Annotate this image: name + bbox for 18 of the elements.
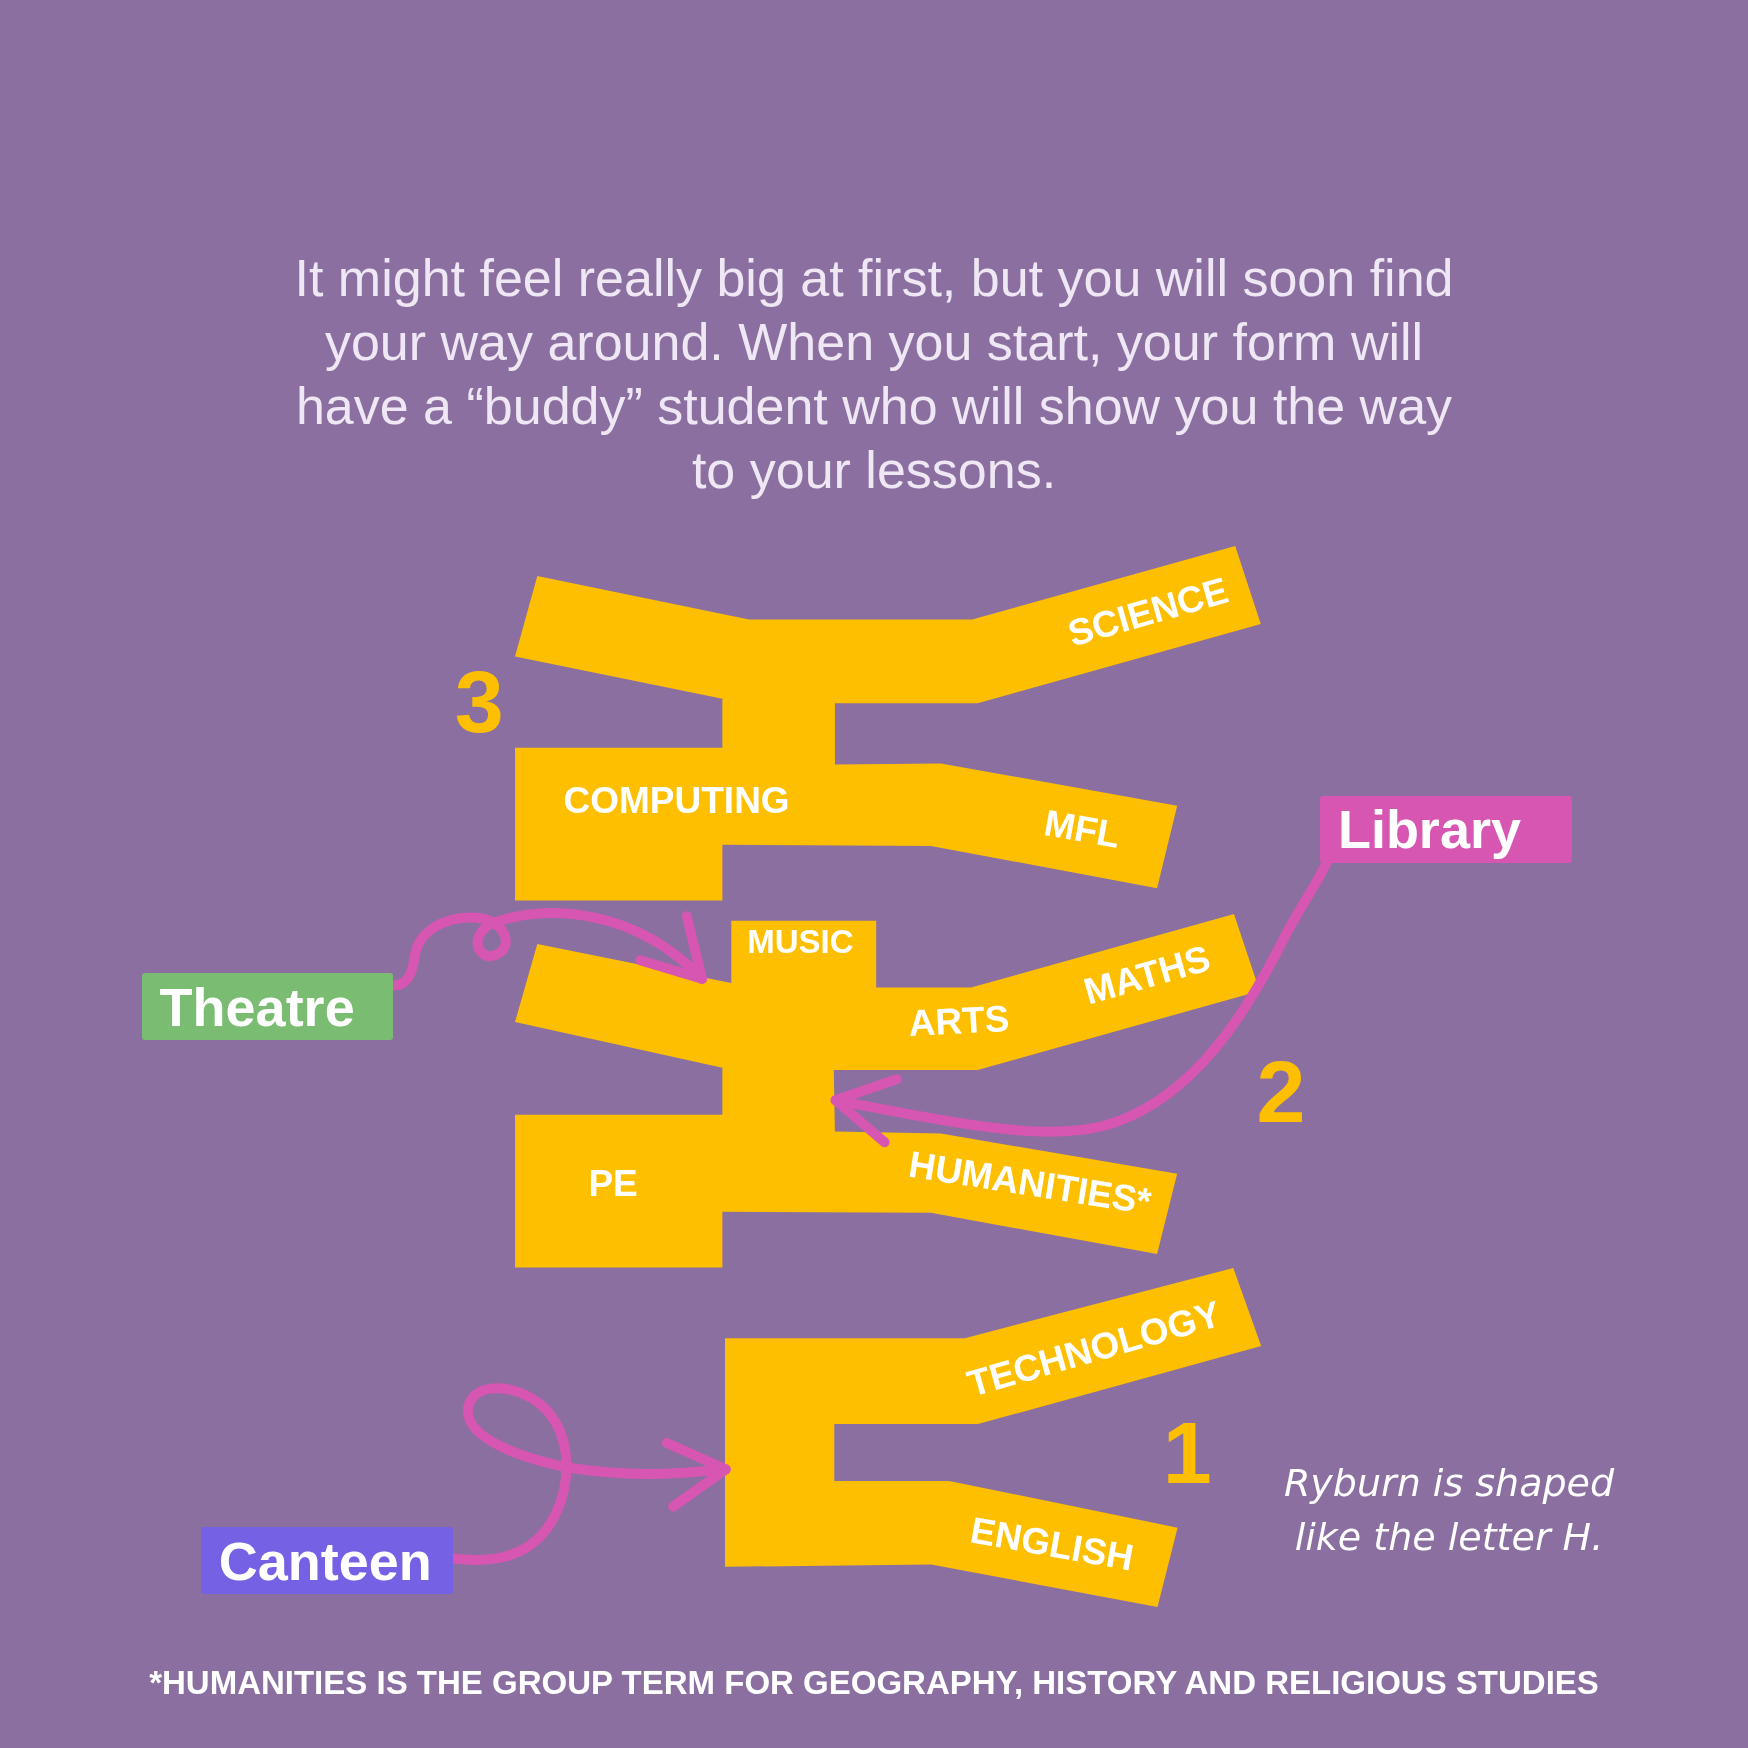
department-label: PE [588, 1164, 638, 1202]
department-label: COMPUTING [563, 782, 790, 819]
department-label: MUSIC [747, 924, 854, 958]
floor-number: 2 [1256, 1048, 1306, 1137]
floor-number: 3 [454, 658, 504, 747]
intro-paragraph: It might feel really big at first, but you will soon find your way around. When you start, your form will have a “buddy” student who will show you the way to your lessons. [293, 248, 1455, 501]
department-label: MFL [1041, 804, 1124, 855]
footnote: *HUMANITIES IS THE GROUP TERM FOR GEOGRAPHY, HISTORY AND RELIGIOUS STUDIES [148, 1663, 1600, 1703]
department-label: ENGLISH [968, 1511, 1137, 1577]
location-tag: Canteen [200, 1527, 453, 1595]
building-floor [724, 1267, 1261, 1607]
handwritten-note: Ryburn is shaped like the letter H. [1282, 1460, 1616, 1561]
location-tag: Theatre [141, 973, 394, 1041]
floor-number: 1 [1162, 1408, 1212, 1497]
location-tag: Library [1319, 796, 1572, 863]
department-label: HUMANITIES* [906, 1145, 1154, 1221]
department-label: ARTS [907, 1000, 1010, 1043]
department-label: MATHS [1080, 939, 1215, 1011]
